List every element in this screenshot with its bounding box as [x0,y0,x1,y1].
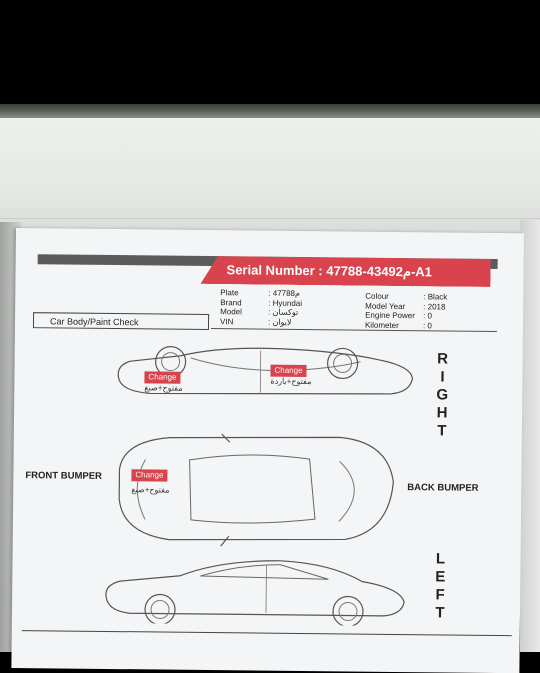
serial-number-banner: Serial Number : م43492-47788-A1 [200,256,490,287]
info-key: VIN [220,317,268,327]
letter: H [434,404,450,422]
letter: R [435,350,451,368]
top-dark-area [0,0,540,104]
damage-note: مفتوح+باردة [270,377,311,386]
car-left-side-diagram [100,551,411,626]
footer-rule [22,630,512,636]
section-title-box: Car Body/Paint Check [33,312,209,330]
info-value: : 0 [423,311,432,321]
info-value: : لايوان [268,317,292,327]
back-bumper-label: BACK BUMPER [407,482,478,494]
letter: T [432,604,448,622]
letter: I [434,368,450,386]
front-bumper-label: FRONT BUMPER [25,470,102,482]
change-badge: Change [144,371,180,383]
inspection-sheet: Serial Number : م43492-47788-A1 Plate: م… [11,228,524,673]
letter: E [432,568,448,586]
section-rule [211,328,497,332]
info-key: Brand [220,298,268,308]
vehicle-info-right: Colour: Black Model Year: 2018 Engine Po… [365,292,447,331]
info-key: Colour [365,292,423,302]
info-value: : Black [423,292,447,302]
desk-strip [0,104,540,118]
change-badge: Change [131,469,167,481]
info-value: : Hyundai [268,298,302,308]
change-badge: Change [270,365,306,377]
info-row: VIN: لايوان [220,317,302,327]
background-paper [0,118,540,238]
info-key: Engine Power [365,311,423,321]
damage-note: مفتوح+صبغ [144,383,182,392]
left-side-label: L E F T [432,550,449,622]
damage-note: مفتوح+صبغ [131,485,169,494]
letter: L [432,550,448,568]
info-key: Kilometer [365,320,423,330]
letter: T [434,422,450,440]
info-value: : 2018 [423,302,445,312]
info-value: : توكسان [268,308,298,318]
vehicle-info-left: Plate: م47788 Brand: Hyundai Model: توكس… [220,288,302,327]
serial-value: م43492-47788-A1 [326,263,432,279]
info-key: Model [220,307,268,317]
info-value: : 0 [423,321,432,331]
letter: F [432,586,448,604]
serial-label: Serial Number : [226,262,322,278]
letter: G [434,386,450,404]
info-key: Model Year [365,301,423,311]
info-value: : م47788 [268,289,300,299]
right-side-label: R I G H T [434,350,451,440]
info-key: Plate [220,288,268,298]
